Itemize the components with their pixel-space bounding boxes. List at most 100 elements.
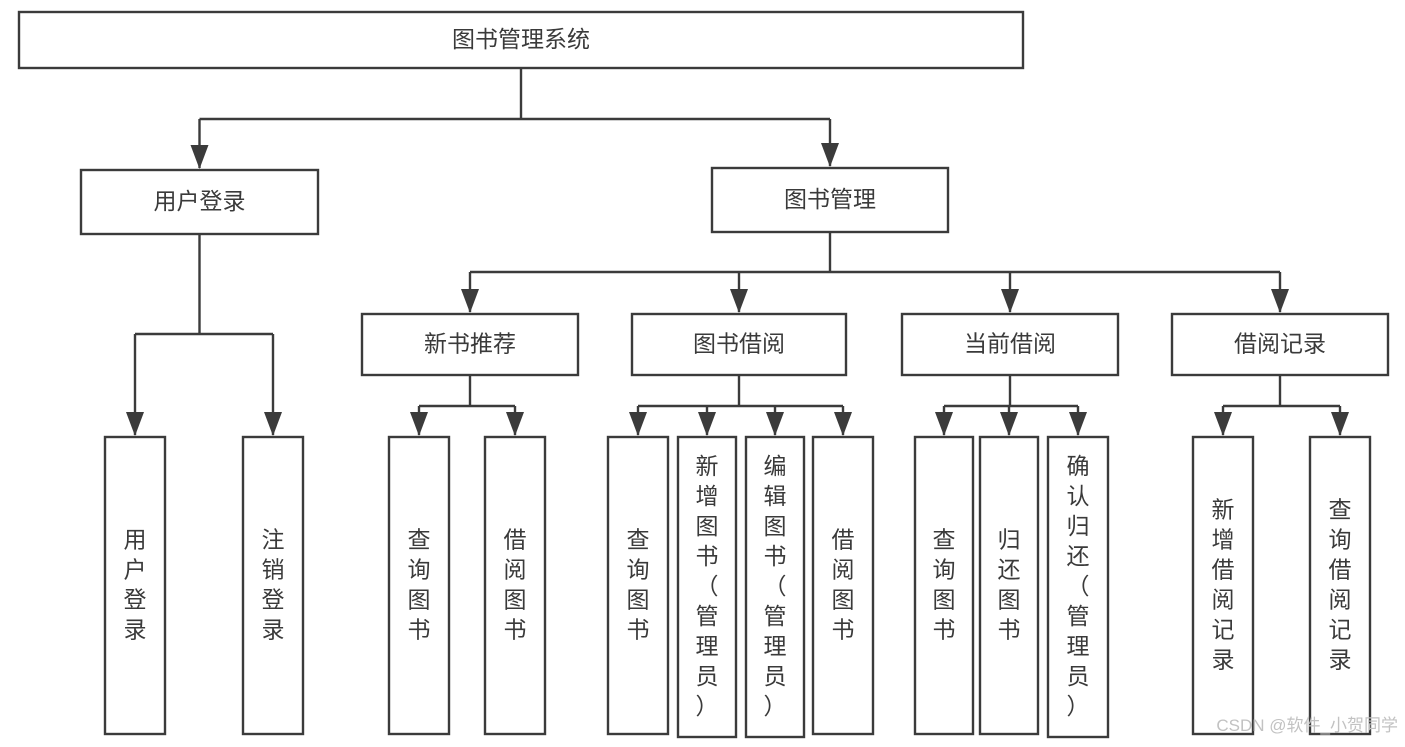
- node-box-level2[interactable]: [710, 166, 950, 234]
- node-label-char: 书: [832, 617, 855, 643]
- node-box-level2[interactable]: [79, 168, 320, 236]
- arrow-head-to-leaf: [1069, 412, 1087, 436]
- arrow-head-to-level3: [730, 289, 748, 313]
- node-label-char: 询: [1329, 527, 1352, 553]
- node-box-level3[interactable]: [360, 312, 580, 377]
- node-label-char: 记: [1329, 617, 1352, 643]
- node-label-char: 阅: [1329, 587, 1352, 613]
- node-label-level2: 图书管理: [784, 186, 876, 212]
- arrow-head-to-leaf: [935, 412, 953, 436]
- node-label-char: 阅: [1212, 587, 1235, 613]
- node-label-char: （: [764, 573, 787, 599]
- node-label-char: 新: [1212, 497, 1235, 523]
- csdn-watermark: CSDN @软件_小贺同学: [1216, 716, 1398, 735]
- node-label-char: 新: [696, 453, 719, 479]
- node-label-char: （: [696, 573, 719, 599]
- node-label-char: 查: [1329, 497, 1352, 523]
- arrow-head-to-leaf: [834, 412, 852, 436]
- node-box-leaf[interactable]: [241, 435, 305, 736]
- node-box-leaf[interactable]: [483, 435, 547, 736]
- node-label-char: 借: [504, 527, 527, 553]
- node-label-char: 员: [696, 663, 719, 689]
- node-label-char: 编: [764, 453, 787, 479]
- node-box-leaf[interactable]: [387, 435, 451, 736]
- node-label-char: 认: [1067, 483, 1090, 509]
- arrow-head-to-level3: [461, 289, 479, 313]
- arrow-head-to-level3: [1001, 289, 1019, 313]
- node-label-char: 归: [998, 527, 1021, 553]
- node-label-char: 图: [998, 587, 1021, 613]
- node-label-char: 增: [1212, 527, 1235, 553]
- node-label-char: 图: [504, 587, 527, 613]
- node-box-leaf[interactable]: [744, 435, 806, 739]
- node-label-char: 管: [1067, 603, 1090, 629]
- node-label-char: 阅: [832, 557, 855, 583]
- arrow-head-to-leaf: [698, 412, 716, 436]
- node-box-level3[interactable]: [630, 312, 848, 377]
- node-boxes-layer: [17, 10, 1390, 739]
- node-label-char: 还: [998, 557, 1021, 583]
- node-label-char: 记: [1212, 617, 1235, 643]
- node-label-char: ）: [764, 693, 787, 719]
- node-label-char: 图: [627, 587, 650, 613]
- node-label-level3: 当前借阅: [964, 331, 1056, 357]
- node-box-leaf[interactable]: [1191, 435, 1255, 736]
- node-label-char: 图: [832, 587, 855, 613]
- node-label-char: 询: [627, 557, 650, 583]
- node-label-char: 归: [1067, 513, 1090, 539]
- arrow-head-to-leaf: [1331, 412, 1349, 436]
- node-label-level3: 借阅记录: [1234, 331, 1326, 357]
- arrow-head-to-leaf: [1214, 412, 1232, 436]
- node-box-leaf[interactable]: [103, 435, 167, 736]
- arrow-head-to-leaf: [126, 412, 144, 436]
- node-label-char: 确: [1067, 453, 1090, 479]
- arrow-head-to-leaf: [506, 412, 524, 436]
- arrow-head-to-leaf: [264, 412, 282, 436]
- node-box-level3[interactable]: [900, 312, 1120, 377]
- node-box-root[interactable]: [17, 10, 1025, 70]
- node-label-char: 录: [124, 617, 147, 643]
- node-box-leaf[interactable]: [676, 435, 738, 739]
- node-label-char: ）: [1067, 693, 1090, 719]
- arrow-head-to-level3: [1271, 289, 1289, 313]
- arrow-head-to-level2: [190, 145, 209, 169]
- node-label-char: 图: [696, 513, 719, 539]
- node-label-char: 阅: [504, 557, 527, 583]
- node-label-char: 图: [408, 587, 431, 613]
- node-box-leaf[interactable]: [811, 435, 875, 736]
- node-box-leaf[interactable]: [913, 435, 975, 736]
- node-label-level2: 用户登录: [154, 188, 246, 214]
- node-label-char: 管: [764, 603, 787, 629]
- node-box-leaf[interactable]: [606, 435, 670, 736]
- node-label-char: 增: [696, 483, 719, 509]
- node-label-char: 理: [696, 633, 719, 659]
- node-box-leaf[interactable]: [1308, 435, 1372, 736]
- node-label-char: 理: [1067, 633, 1090, 659]
- node-label-char: 借: [1329, 557, 1352, 583]
- node-label-char: 还: [1067, 543, 1090, 569]
- node-label-level3: 图书借阅: [693, 331, 785, 357]
- arrow-head-to-leaf: [410, 412, 428, 436]
- node-label-char: 户: [124, 557, 147, 583]
- node-label-char: 登: [124, 587, 147, 613]
- node-box-leaf[interactable]: [978, 435, 1040, 736]
- node-label-char: 图: [764, 513, 787, 539]
- node-label-char: 销: [262, 557, 285, 583]
- node-label-char: 员: [1067, 663, 1090, 689]
- node-label-char: 管: [696, 603, 719, 629]
- node-label-char: 书: [998, 617, 1021, 643]
- node-label-char: 员: [764, 663, 787, 689]
- node-box-leaf[interactable]: [1046, 435, 1110, 739]
- node-box-level3[interactable]: [1170, 312, 1390, 377]
- node-label-char: 书: [933, 617, 956, 643]
- node-label-leaf: 用户登录: [124, 527, 147, 643]
